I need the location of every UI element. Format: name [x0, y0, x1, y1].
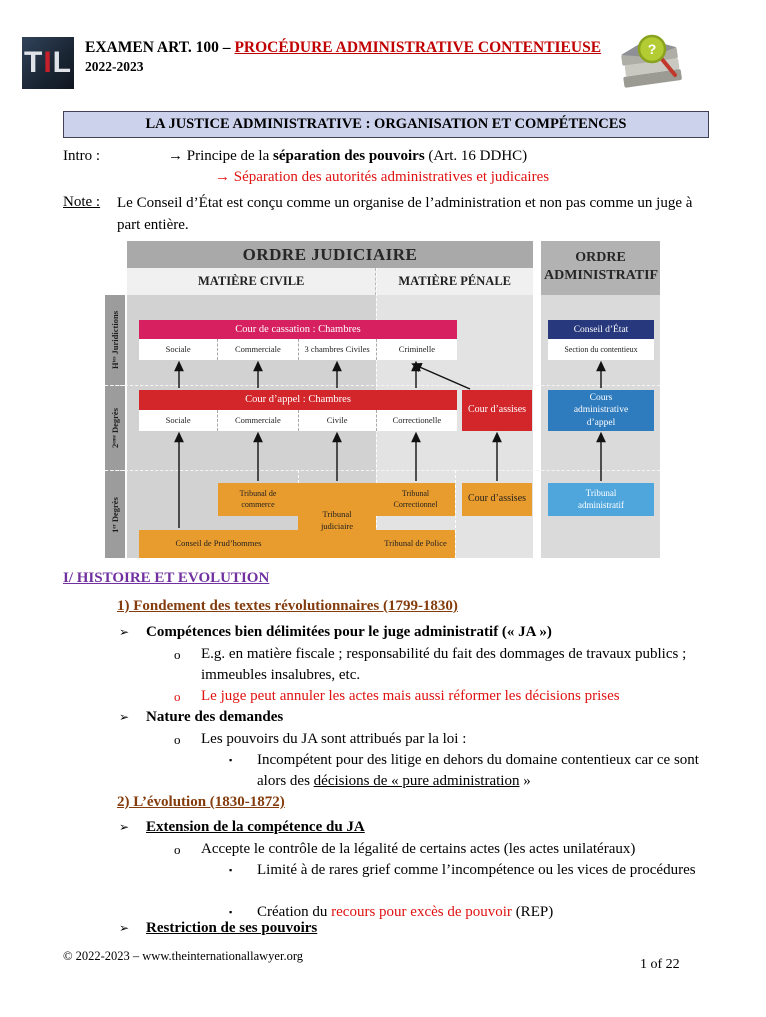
cell-correctionelle: Correctionelle — [375, 410, 457, 431]
arrowhead-bullet-icon: ➢ — [119, 625, 130, 639]
box-conseil-detat: Conseil d’État — [548, 320, 654, 339]
arrowhead-bullet-icon: ➢ — [119, 921, 130, 935]
bullet-nature-demandes: Nature des demandes — [146, 709, 284, 725]
magnifier-question-mark: ? — [648, 41, 657, 57]
box-cour-dassises-premier: Cour d’assises — [462, 483, 532, 516]
dashed-row-divider — [105, 385, 660, 386]
square-bullet-icon: ▪ — [229, 907, 233, 917]
bullet-restriction-pouvoirs: Restriction de ses pouvoirs — [146, 920, 318, 936]
arrow-group — [174, 360, 606, 528]
bullet-creation-rep-red: recours pour excès de pouvoir — [331, 904, 512, 920]
circle-bullet-icon: o — [174, 732, 181, 747]
intro-line-1-bold: séparation des pouvoirs — [272, 148, 425, 164]
cell-sociale: Sociale — [165, 415, 191, 425]
bullet-pouvoirs-ja: Les pouvoirs du JA sont attribués par la… — [201, 731, 467, 747]
box-cour-dassises-appel: Cour d’assises — [462, 390, 532, 431]
subsection-2-heading: 2) L’évolution (1830-1872) — [117, 794, 285, 810]
bullet-incompetent-post: » — [519, 773, 531, 789]
subsection-1-heading: 1) Fondement des textes révolutionnaires… — [117, 598, 458, 614]
arrowhead-bullet-icon: ➢ — [119, 710, 130, 724]
bullet-incompetent-pre: Incompétent pour des litige en dehors du… — [257, 752, 699, 789]
books-magnifier-logo: ? — [621, 34, 682, 88]
bullet-eg-matiere-fiscale: E.g. en matière fiscale ; responsabilité… — [201, 646, 687, 683]
intro-line-1-pre: Principe de la — [186, 148, 273, 164]
section-heading-histoire: I/ HISTOIRE ET EVOLUTION — [63, 570, 270, 586]
box-conseil-de-prudhommes: Conseil de Prud’hommes — [139, 530, 298, 558]
appel-chambers-row: Sociale Commerciale Civile Correctionell… — [139, 410, 457, 431]
bullet-creation-rep-pre: Création du — [257, 904, 332, 920]
circle-bullet-icon: o — [174, 689, 181, 704]
box-cour-dappel: Cour d’appel : Chambres — [139, 390, 457, 410]
cell-chambres-civiles: 3 chambres Civiles — [297, 339, 376, 360]
box-cour-de-cassation: Cour de cassation : Chambres — [139, 320, 457, 339]
square-bullet-icon: ▪ — [229, 755, 233, 765]
box-tribunal-de-police: Tribunal de Police — [376, 530, 455, 558]
document-title: EXAMEN ART. 100 – PROCÉDURE ADMINISTRATI… — [85, 39, 601, 57]
document-title-subject: PROCÉDURE ADMINISTRATIVE CONTENTIEUSE — [234, 39, 602, 56]
bullet-incompetent-underlined: décisions de « pure administration — [313, 773, 520, 789]
header-ordre-administratif-line2: ADMINISTRATIF — [544, 268, 659, 283]
footer-copyright: © 2022-2023 – www.theinternationallawyer… — [63, 949, 304, 963]
magnifier-lens — [637, 34, 667, 64]
arrowhead-bullet-icon: ➢ — [119, 820, 130, 834]
header-ordre-administratif: ORDRE ADMINISTRATIF — [541, 241, 660, 295]
matiere-header-row: MATIÈRE CIVILE MATIÈRE PÉNALE — [127, 268, 533, 295]
sidebar-hautes-juridictions: Hᵗᵉˢ Juridictions — [105, 295, 125, 385]
dashed-row-divider — [105, 470, 660, 471]
bullet-extension-competence: Extension de la compétence du JA — [146, 819, 365, 835]
cell-civile: Civile — [297, 410, 376, 431]
bullet-accepte-controle: Accepte le contrôle de la légalité de ce… — [201, 841, 636, 857]
circle-bullet-icon: o — [174, 842, 181, 857]
circle-bullet-icon: o — [174, 647, 181, 662]
cell-commerciale: Commerciale — [217, 339, 297, 360]
intro-line-2-text: Séparation des autorités administratives… — [233, 169, 550, 185]
box-tribunal-administratif: Tribunal administratif — [548, 483, 654, 516]
header-ordre-administratif-line1: ORDRE — [575, 250, 626, 265]
box-section-contentieux: Section du contentieux — [548, 339, 654, 360]
page-title-banner: LA JUSTICE ADMINISTRATIVE : ORGANISATION… — [63, 111, 709, 138]
document-title-prefix: EXAMEN ART. 100 – — [85, 39, 235, 56]
bullet-competences: Compétences bien délimitées pour le juge… — [146, 624, 552, 640]
header-ordre-judiciaire: ORDRE JUDICIAIRE — [127, 241, 533, 268]
arrow-icon: → — [168, 148, 183, 164]
til-logo-letter-l: L — [52, 46, 72, 79]
box-cours-administrative-dappel: Cours administrative d’appel — [548, 390, 654, 431]
intro-line-2: → Séparation des autorités administrativ… — [215, 167, 549, 188]
page-number: 1 of 22 — [640, 957, 680, 972]
intro-label: Intro : — [63, 148, 101, 164]
magnifier-handle — [659, 56, 677, 77]
arrow-icon: → — [215, 169, 230, 185]
note-text: Le Conseil d’État est conçu comme un org… — [117, 195, 693, 233]
bullet-juge-annuler: Le juge peut annuler les actes mais auss… — [201, 688, 620, 704]
bullet-creation-rep-post: (REP) — [511, 904, 554, 920]
header-matiere-civile: MATIÈRE CIVILE — [198, 274, 305, 288]
document-year: 2022-2023 — [85, 59, 144, 74]
intro-line-1-post: (Art. 16 DDHC) — [424, 148, 528, 164]
box-tribunal-judiciaire: Tribunal judiciaire — [298, 483, 376, 558]
bullet-creation-rep: Création du recours pour excès de pouvoi… — [257, 902, 553, 923]
cell-criminelle: Criminelle — [375, 339, 457, 360]
cassation-chambers-row: Sociale Commerciale 3 chambres Civiles C… — [139, 339, 457, 360]
dashed-column-divider — [455, 470, 456, 558]
arrow-assises-to-criminelle — [411, 363, 471, 390]
diagram-arrows — [174, 360, 606, 528]
cell-commerciale: Commerciale — [217, 410, 297, 431]
bullet-incompetent: Incompétent pour des litige en dehors du… — [257, 750, 719, 792]
cell-sociale: Sociale — [165, 344, 191, 354]
intro-line-1: → Principe de la séparation des pouvoirs… — [168, 146, 527, 167]
bullet-limite-grief: Limité à de rares grief comme l’incompét… — [257, 862, 696, 878]
court-system-diagram: ORDRE JUDICIAIRE ORDRE ADMINISTRATIF MAT… — [105, 238, 660, 558]
header-matiere-penale: MATIÈRE PÉNALE — [375, 268, 533, 295]
note-label: Note : — [63, 194, 101, 210]
til-logo-letter-i: I — [43, 46, 53, 79]
square-bullet-icon: ▪ — [229, 865, 233, 875]
til-logo-letter-t: T — [24, 46, 44, 79]
box-tribunal-correctionnel: Tribunal Correctionnel — [376, 483, 455, 516]
box-tribunal-de-commerce: Tribunal de commerce — [218, 483, 298, 516]
